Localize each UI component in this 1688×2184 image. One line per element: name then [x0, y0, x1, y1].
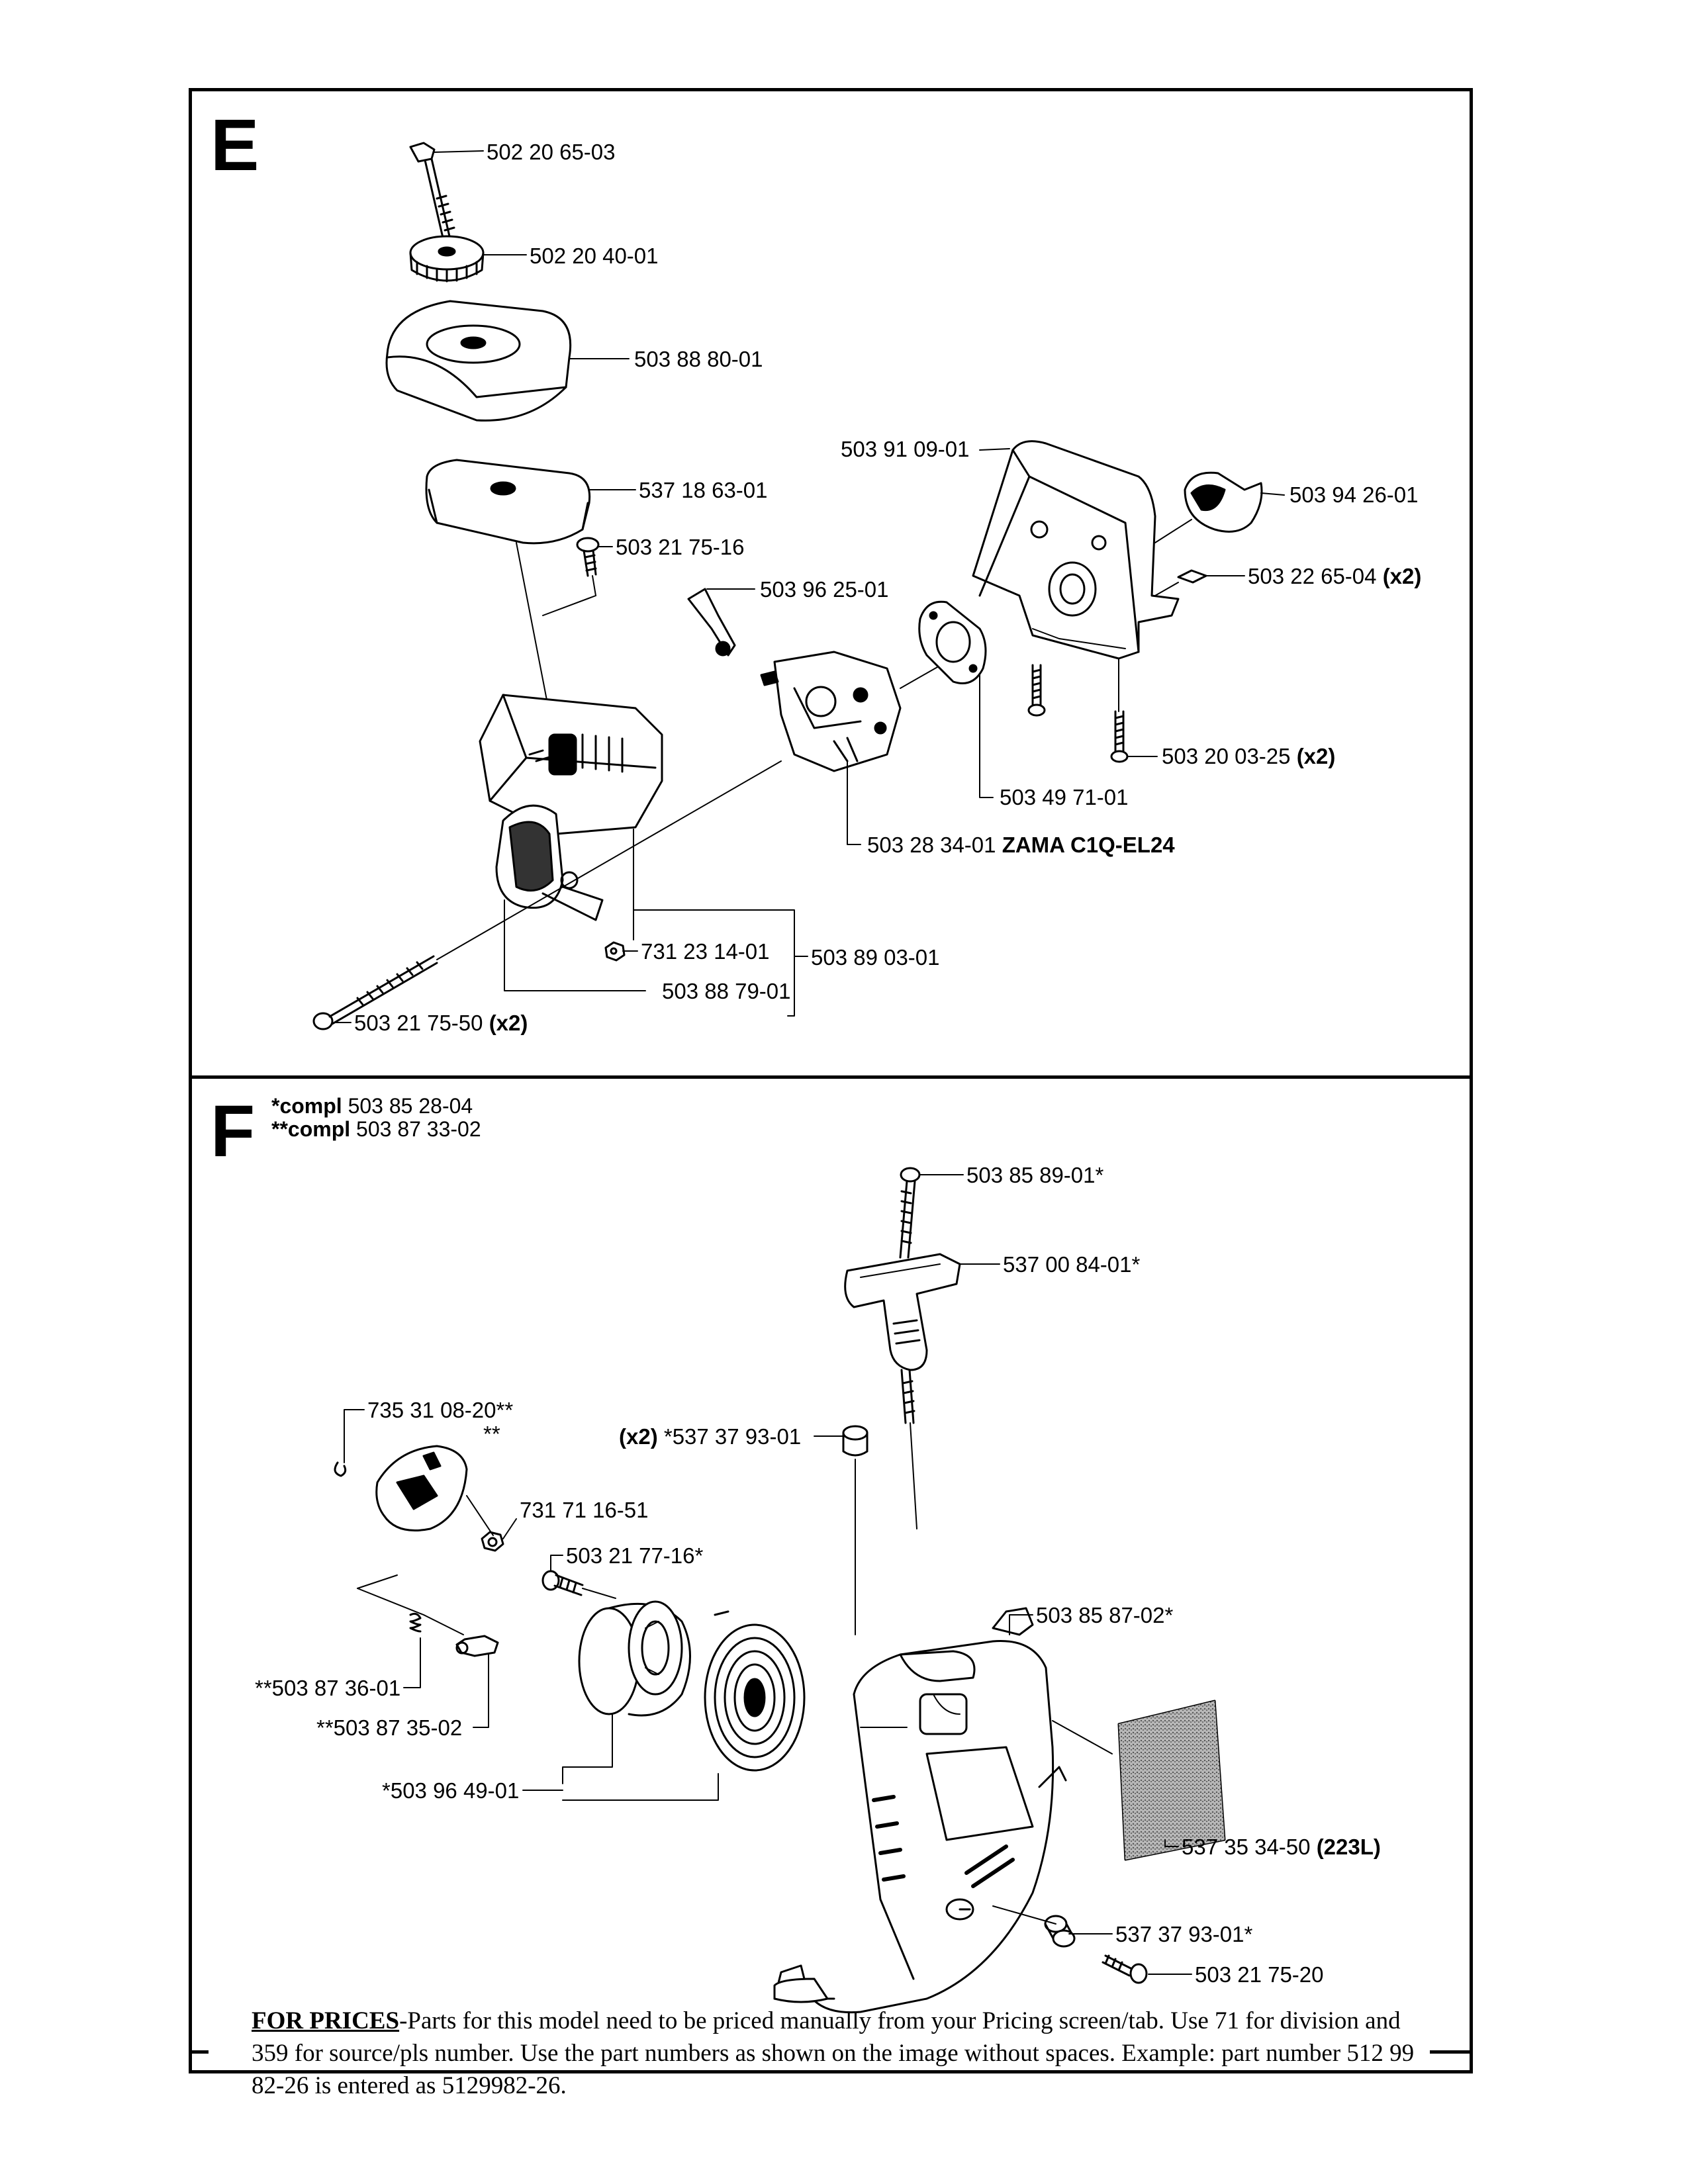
part-label-503-21-77-16: 503 21 77-16*: [566, 1543, 704, 1568]
footer-bracket-left: [189, 2050, 209, 2054]
part-label-537-18-63-01: 537 18 63-01: [639, 478, 768, 502]
part-label-731-23-14-01: 731 23 14-01: [641, 939, 770, 964]
starter-pawl-icon: [334, 1445, 468, 1531]
primer-mount-icon: [495, 804, 604, 921]
footer-bracket-right: [1430, 2050, 1473, 2054]
part-label-503-21-75-16: 503 21 75-16: [616, 535, 745, 559]
part-label-537-37-93-01: 537 37 93-01*: [1115, 1922, 1253, 1946]
part-label-503-28-34-01: 503 28 34-01 ZAMA C1Q-EL24: [867, 833, 1175, 857]
part-label-537-00-84-01: 537 00 84-01*: [1003, 1252, 1141, 1277]
part-label-503-21-75-20: 503 21 75-20: [1195, 1962, 1324, 1987]
rubber-boot-icon: [1184, 471, 1263, 533]
air-filter-cover-icon: [385, 300, 572, 422]
bolt-icon: [312, 955, 438, 1030]
screw-icon: [1110, 710, 1129, 763]
part-label-503-91-09-01: 503 91 09-01: [841, 437, 970, 461]
part-label-503-21-75-50: 503 21 75-50 (x2): [354, 1011, 528, 1035]
bushing-icon: [842, 1425, 868, 1635]
bushing-icon: [1044, 1915, 1076, 1948]
screw-icon: [576, 537, 600, 577]
part-label-503-87-35-02: **503 87 35-02: [316, 1715, 463, 1740]
part-label-503-85-89-01: 503 85 89-01*: [966, 1163, 1104, 1187]
part-label-503-88-80-01: 503 88 80-01: [634, 347, 763, 371]
page-frame: [189, 88, 1473, 2073]
pulley-icon: [578, 1600, 691, 1717]
pricing-instructions: -Parts for this model need to be priced …: [252, 2007, 1415, 2099]
compl-note-2-number: 503 87 33-02: [356, 1117, 481, 1141]
part-label-503-88-79-01: 503 88 79-01: [662, 979, 791, 1003]
gasket-icon: [918, 600, 987, 684]
clip-icon: [1154, 569, 1207, 596]
part-label-502-20-40-01: 502 20 40-01: [530, 244, 659, 268]
compl-note-2-prefix: **compl: [271, 1117, 351, 1141]
part-label-double-star: **: [483, 1422, 500, 1446]
part-label-503-49-71-01: 503 49 71-01: [1000, 785, 1129, 809]
part-label-731-71-16-51: 731 71 16-51: [520, 1498, 649, 1522]
compl-note-1-prefix: *compl: [271, 1094, 342, 1118]
part-label-503-96-25-01: 503 96 25-01: [760, 577, 889, 602]
starter-handle-icon: [844, 1167, 961, 1529]
starter-housing-icon: [773, 1607, 1067, 2014]
screw-icon: [409, 142, 455, 248]
recoil-spring-icon: [704, 1610, 806, 1772]
part-label-503-22-65-04: 503 22 65-04 (x2): [1248, 564, 1422, 588]
part-label-735-31-08-20: 735 31 08-20**: [367, 1398, 514, 1422]
knob-icon: [409, 235, 485, 283]
part-label-537-35-34-50: 537 35 34-50 (223L): [1182, 1835, 1381, 1859]
air-filter-icon: [425, 459, 591, 545]
cover-plate-icon: [1117, 1700, 1226, 1861]
compl-note-1-number: 503 85 28-04: [348, 1094, 473, 1118]
part-label-503-87-36-01: **503 87 36-01: [255, 1676, 401, 1700]
nut-icon: [604, 941, 626, 962]
for-prices-label: FOR PRICES: [252, 2007, 400, 2034]
part-label-503-20-03-25: 503 20 03-25 (x2): [1162, 744, 1336, 768]
air-box-icon: [479, 694, 663, 835]
part-label-503-85-87-02: 503 85 87-02*: [1036, 1603, 1174, 1627]
compl-note-1: *compl 503 85 28-04: [271, 1095, 473, 1118]
part-label-503-96-49-01: *503 96 49-01: [382, 1778, 520, 1803]
compl-note-2: **compl 503 87 33-02: [271, 1118, 481, 1141]
spring-icon: [409, 1612, 422, 1633]
part-label-503-89-03-01: 503 89 03-01: [811, 945, 940, 970]
part-label-503-94-26-01: 503 94 26-01: [1289, 482, 1419, 507]
part-label-502-20-65-03: 502 20 65-03: [487, 140, 616, 164]
intake-adapter-icon: [972, 440, 1180, 660]
screw-icon: [1102, 1954, 1148, 1984]
screw-icon: [541, 1570, 616, 1599]
section-divider: [189, 1075, 1473, 1079]
section-letter-f: F: [211, 1091, 256, 1172]
section-letter-e: E: [211, 105, 259, 186]
throttle-link-icon: [687, 588, 736, 657]
pricing-footer-note: FOR PRICES-Parts for this model need to …: [252, 2005, 1430, 2102]
carburetor-icon: [760, 651, 902, 772]
part-label-537-37-93-01-x2: (x2) *537 37 93-01: [619, 1424, 802, 1449]
nut-icon: [481, 1531, 504, 1552]
screw-icon: [1027, 664, 1046, 717]
pawl-icon: [455, 1635, 499, 1657]
